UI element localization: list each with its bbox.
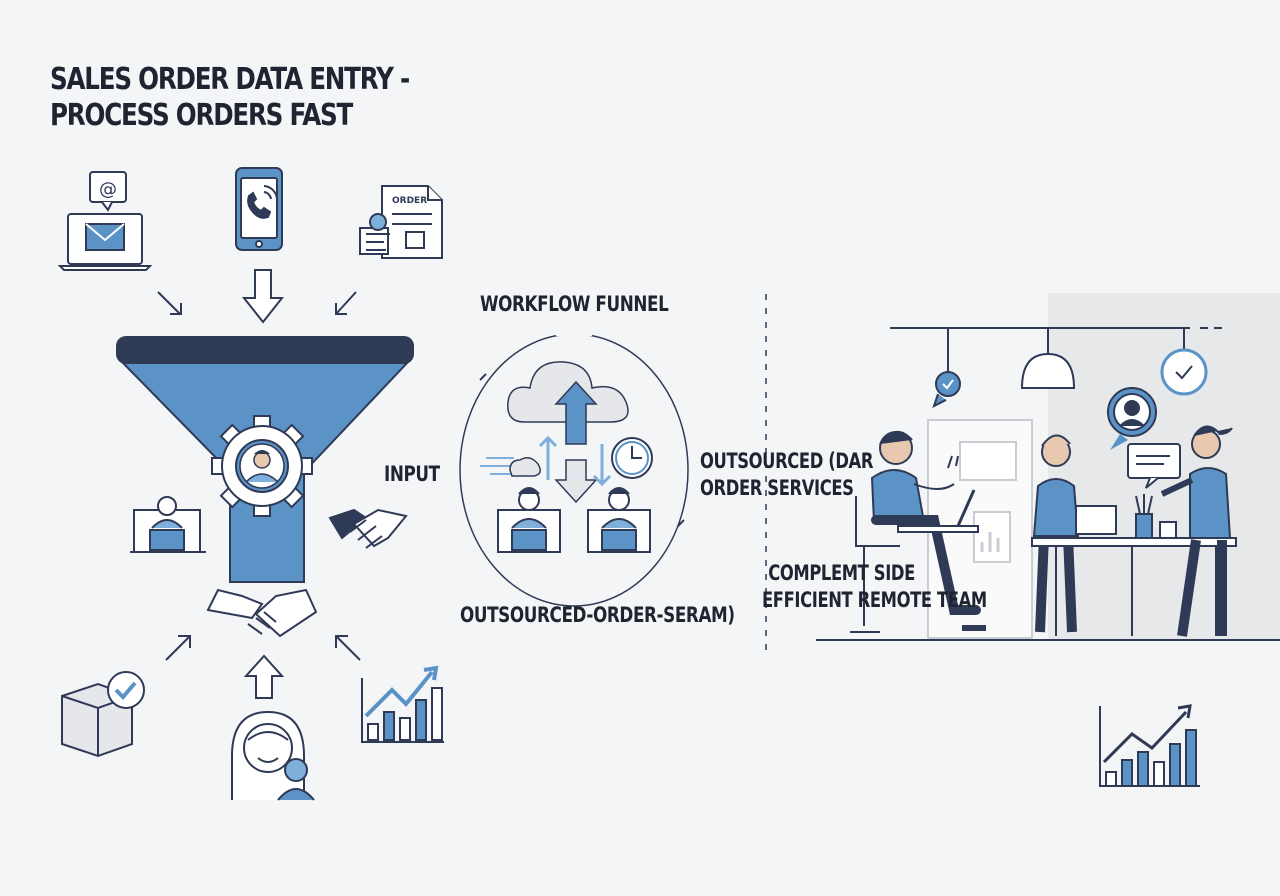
outsourced-line-1: OUTSOURCED (DAR — [700, 449, 874, 473]
growth-chart-icon — [361, 665, 444, 743]
phone-icon — [235, 167, 283, 251]
outsourced-services-label: OUTSOURCED (DAR ORDER SERVICES — [700, 448, 873, 502]
cloud-sync-icon — [480, 361, 629, 504]
remote-worker-icon — [130, 496, 206, 553]
handshake-icon — [328, 508, 408, 549]
remote-worker-icon — [497, 487, 561, 553]
ring-gap — [556, 326, 592, 336]
page-title: SALES ORDER DATA ENTRY - PROCESS ORDERS … — [50, 62, 410, 134]
package-check-icon — [61, 671, 145, 758]
title-line-2: PROCESS ORDERS FAST — [50, 98, 353, 133]
up-arrow-icon — [243, 654, 285, 699]
output-arrows — [165, 635, 361, 661]
clock-icon — [611, 437, 653, 479]
title-line-1: SALES ORDER DATA ENTRY - — [50, 62, 410, 97]
outsourced-order-label: OUTSOURCED-ORDER-SERAM) — [460, 603, 735, 627]
gear-person-icon — [211, 415, 313, 517]
customer-icon — [231, 710, 315, 801]
complement-line-1: COMPLEMT SIDE — [768, 561, 915, 585]
email-laptop-icon: @ — [57, 171, 153, 271]
growth-chart-icon — [1099, 704, 1200, 787]
order-document-label: ORDER — [392, 196, 427, 206]
down-arrow-icon — [241, 269, 285, 324]
outsourced-line-2: ORDER SERVICES — [700, 476, 854, 500]
remote-worker-icon — [587, 487, 651, 553]
order-document-icon — [359, 185, 443, 259]
workflow-funnel-label: WORKFLOW FUNNEL — [480, 292, 669, 316]
handshake-icon — [206, 588, 318, 638]
complement-line-2: EFFICIENT REMOTE TEAM — [762, 588, 987, 612]
remote-team-label: COMPLEMT SIDE EFFICIENT REMOTE TEAM — [762, 560, 987, 614]
svg-text:@: @ — [99, 179, 117, 200]
office-scene — [816, 327, 1280, 641]
input-arrows — [157, 291, 357, 315]
input-label: INPUT — [384, 462, 440, 486]
cycle-arrowheads — [479, 373, 685, 527]
